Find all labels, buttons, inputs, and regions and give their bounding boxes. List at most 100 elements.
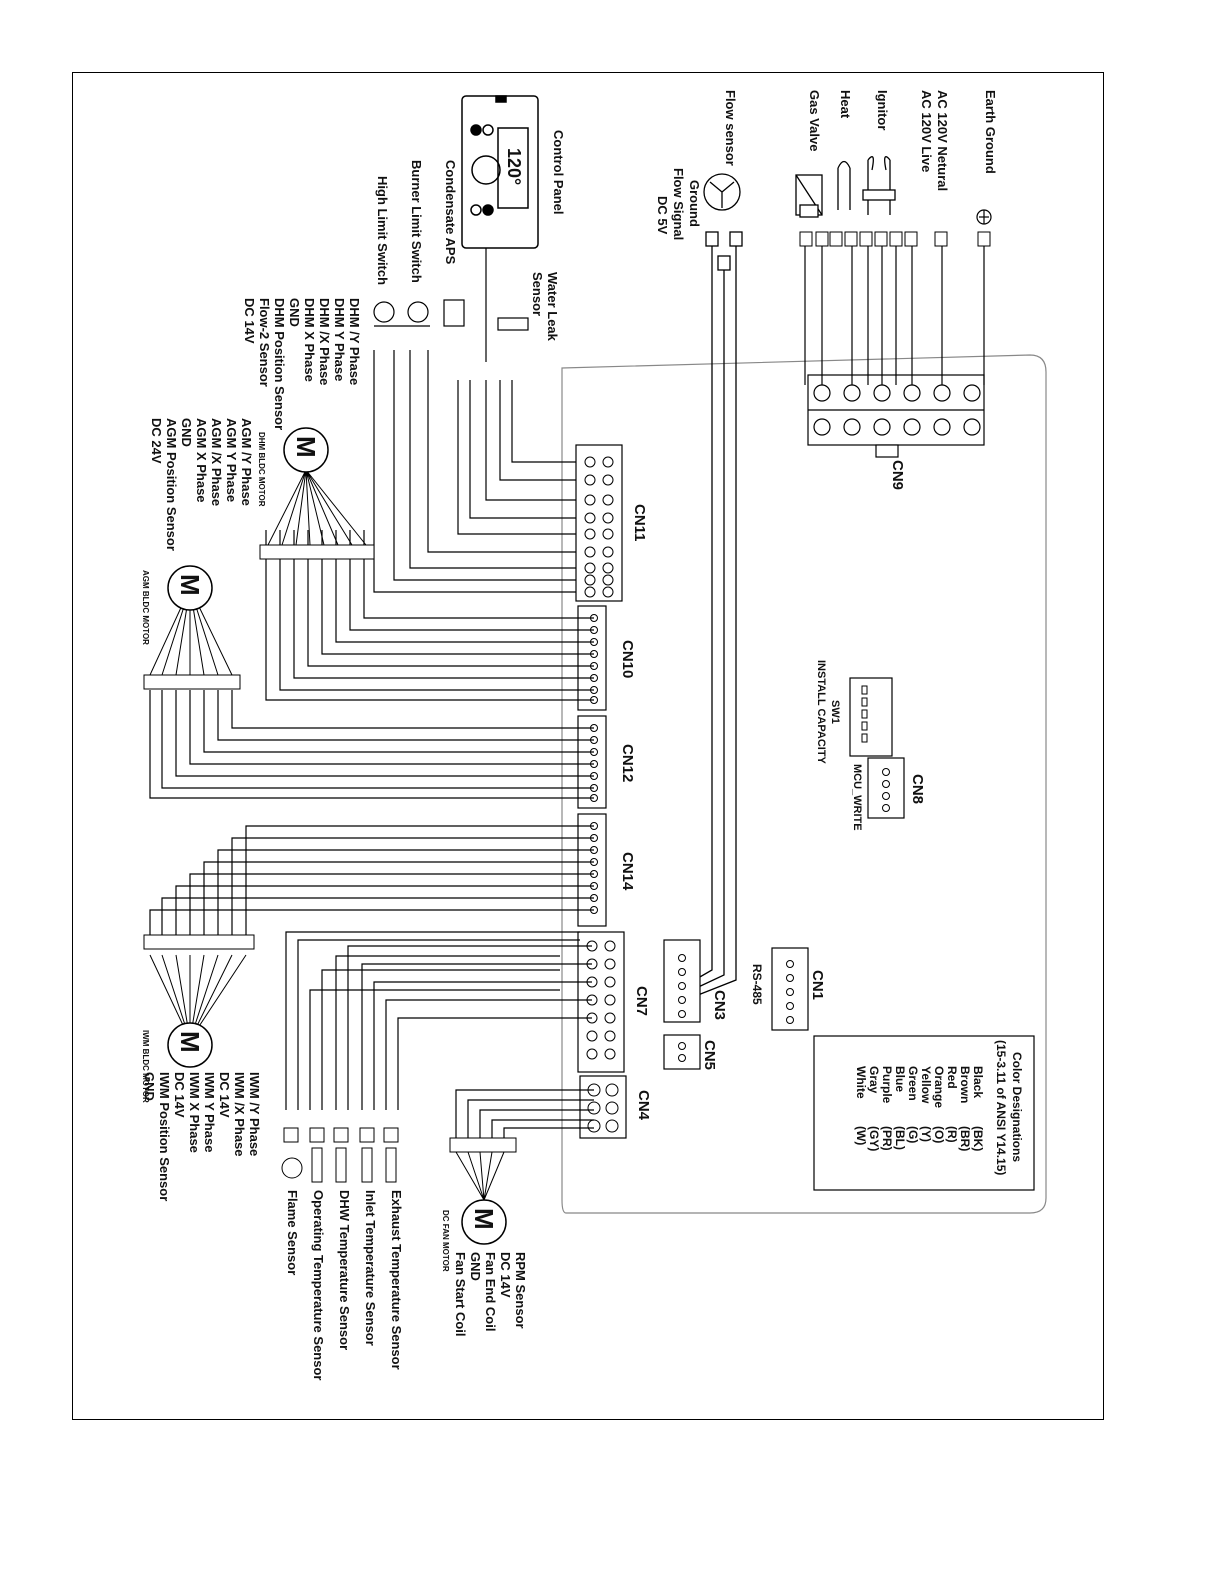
color-code: (R) bbox=[945, 1126, 959, 1143]
color-name: Gray bbox=[867, 1066, 881, 1094]
cn11-wiring bbox=[373, 350, 590, 593]
agm-pin-strip bbox=[143, 674, 241, 690]
dhm-legend-item: DHM /X Phase bbox=[317, 298, 332, 386]
heat-label: Heat bbox=[838, 90, 853, 119]
color-code: (GY) bbox=[867, 1126, 881, 1152]
color-name: Brown bbox=[958, 1066, 972, 1104]
rs485-label: RS-485 bbox=[750, 964, 764, 1005]
agm-harness bbox=[149, 690, 594, 799]
condensate-aps-label: Condensate APS bbox=[443, 160, 458, 265]
cn14-label: CN14 bbox=[619, 852, 636, 891]
install-capacity-label: INSTALL CAPACITY bbox=[815, 660, 827, 764]
power-pin-boxes bbox=[799, 231, 991, 247]
fan-legend-item: GND bbox=[468, 1252, 483, 1281]
dhm-motor-circle bbox=[283, 427, 329, 473]
color-code: (G) bbox=[906, 1126, 920, 1144]
agm-legend: AGM /Y Phase AGM Y Phase AGM /X Phase AG… bbox=[149, 418, 254, 551]
color-code: (BK) bbox=[971, 1126, 985, 1152]
heat-symbol bbox=[837, 160, 851, 210]
iwm-harness bbox=[149, 825, 594, 935]
ac-live-label: AC 120V Live bbox=[919, 90, 934, 173]
cn5-outline bbox=[663, 1034, 701, 1070]
cn1-label: CN1 bbox=[809, 970, 826, 1001]
pcb-connectors bbox=[575, 444, 1035, 1191]
sw1-outline bbox=[849, 677, 893, 757]
cn9-terminal-block bbox=[807, 374, 985, 458]
agm-motor-caption: AGM BLDC MOTOR bbox=[141, 570, 150, 645]
dhm-legend-item: DHM /Y Phase bbox=[347, 298, 362, 386]
iwm-legend-item: DC 14V bbox=[217, 1072, 232, 1118]
agm-legend-item: AGM Y Phase bbox=[224, 418, 239, 503]
connector-pins bbox=[584, 456, 890, 1133]
cn3-outline bbox=[663, 939, 701, 1023]
fan-legend: RPM Sensor DC 14V Fan End Coil GND Fan S… bbox=[453, 1252, 528, 1337]
ignitor-symbol bbox=[862, 156, 896, 215]
input-devices bbox=[373, 299, 529, 331]
burner-limit-label: Burner Limit Switch bbox=[409, 160, 424, 283]
color-designations-box bbox=[813, 1035, 1035, 1191]
dhm-legend-item: DHM Y Phase bbox=[332, 298, 347, 382]
agm-motor-letter: M bbox=[175, 574, 205, 596]
sensor-harness bbox=[285, 931, 592, 1110]
fan-harness bbox=[455, 1089, 594, 1140]
iwm-legend: IWM /Y Phase IWM /X Phase DC 14V IWM Y P… bbox=[142, 1072, 262, 1201]
dhm-legend-item: DC 14V bbox=[242, 298, 257, 344]
color-name: Yellow bbox=[919, 1066, 933, 1104]
dhm-legend-item: DHM Position Sensor bbox=[272, 298, 287, 431]
exhaust-temp-label: Exhaust Temperature Sensor bbox=[389, 1190, 404, 1370]
fan-legend-item: DC 14V bbox=[498, 1252, 513, 1298]
water-leak-line-2: Sensor bbox=[530, 272, 545, 317]
iwm-legend-item: IWM X Phase bbox=[187, 1072, 202, 1153]
cn4-outline bbox=[579, 1075, 627, 1139]
color-name: Black bbox=[971, 1066, 985, 1099]
color-name: Blue bbox=[893, 1066, 907, 1093]
iwm-legend-item: IWM /Y Phase bbox=[247, 1072, 262, 1157]
color-code: (O) bbox=[932, 1126, 946, 1144]
fan-motor-fan bbox=[455, 1151, 505, 1201]
fan-legend-item: Fan End Coil bbox=[483, 1252, 498, 1332]
agm-legend-item: AGM X Phase bbox=[194, 418, 209, 503]
cn4-label: CN4 bbox=[635, 1090, 652, 1121]
flow-sensor-label: Flow sensor bbox=[723, 90, 738, 166]
agm-legend-item: AGM /X Phase bbox=[209, 418, 224, 507]
dhm-pin-strip bbox=[259, 544, 375, 560]
operating-temp-label: Operating Temperature Sensor bbox=[311, 1190, 326, 1381]
high-limit-label: High Limit Switch bbox=[375, 176, 390, 286]
iwm-legend-item: IWM Y Phase bbox=[202, 1072, 217, 1153]
cn11-label: CN11 bbox=[631, 504, 648, 542]
color-codes: (BK) (BR) (R) (O) (Y) (G) (BL) (PR) (GY)… bbox=[854, 1126, 985, 1152]
dc5v-label: DC 5V bbox=[655, 196, 670, 235]
diagram-frame bbox=[72, 72, 1104, 1420]
iwm-legend-item: DC 14V bbox=[172, 1072, 187, 1118]
color-name: Orange bbox=[932, 1066, 946, 1109]
color-code: (PR) bbox=[880, 1126, 894, 1151]
agm-motor-fan bbox=[149, 587, 233, 676]
iwm-motor-letter: M bbox=[175, 1031, 205, 1053]
agm-legend-item: GND bbox=[179, 418, 194, 447]
control-panel-display: 120° bbox=[504, 148, 524, 186]
flame-sensor-label: Flame Sensor bbox=[285, 1190, 300, 1276]
dhm-legend: DHM /Y Phase DHM Y Phase DHM /X Phase DH… bbox=[242, 298, 362, 430]
cn12-label: CN12 bbox=[619, 744, 636, 783]
water-leak-label: Water Leak Sensor bbox=[530, 272, 560, 341]
fan-pin-strip bbox=[449, 1137, 517, 1153]
color-code: (Y) bbox=[919, 1126, 933, 1142]
agm-legend-item: AGM /Y Phase bbox=[239, 418, 254, 506]
power-wires bbox=[804, 245, 985, 385]
cn14-outline bbox=[577, 813, 607, 927]
color-name: Red bbox=[945, 1066, 959, 1089]
color-code: (BR) bbox=[958, 1126, 972, 1152]
sw1-label: SW1 bbox=[829, 700, 841, 724]
cn3-label: CN3 bbox=[711, 990, 728, 1021]
earth-ground-symbol bbox=[976, 209, 992, 225]
water-leak-line-1: Water Leak bbox=[545, 272, 560, 341]
dhw-temp-label: DHW Temperature Sensor bbox=[337, 1190, 352, 1351]
fan-legend-item: Fan Start Coil bbox=[453, 1252, 468, 1337]
color-name: White bbox=[854, 1066, 868, 1099]
control-panel-label: Control Panel bbox=[551, 130, 566, 215]
color-code: (BL) bbox=[893, 1126, 907, 1150]
cn11-outline bbox=[575, 444, 623, 602]
ground-label: Ground bbox=[687, 180, 702, 227]
dhm-motor-caption: DHM BLDC MOTOR bbox=[257, 432, 266, 507]
